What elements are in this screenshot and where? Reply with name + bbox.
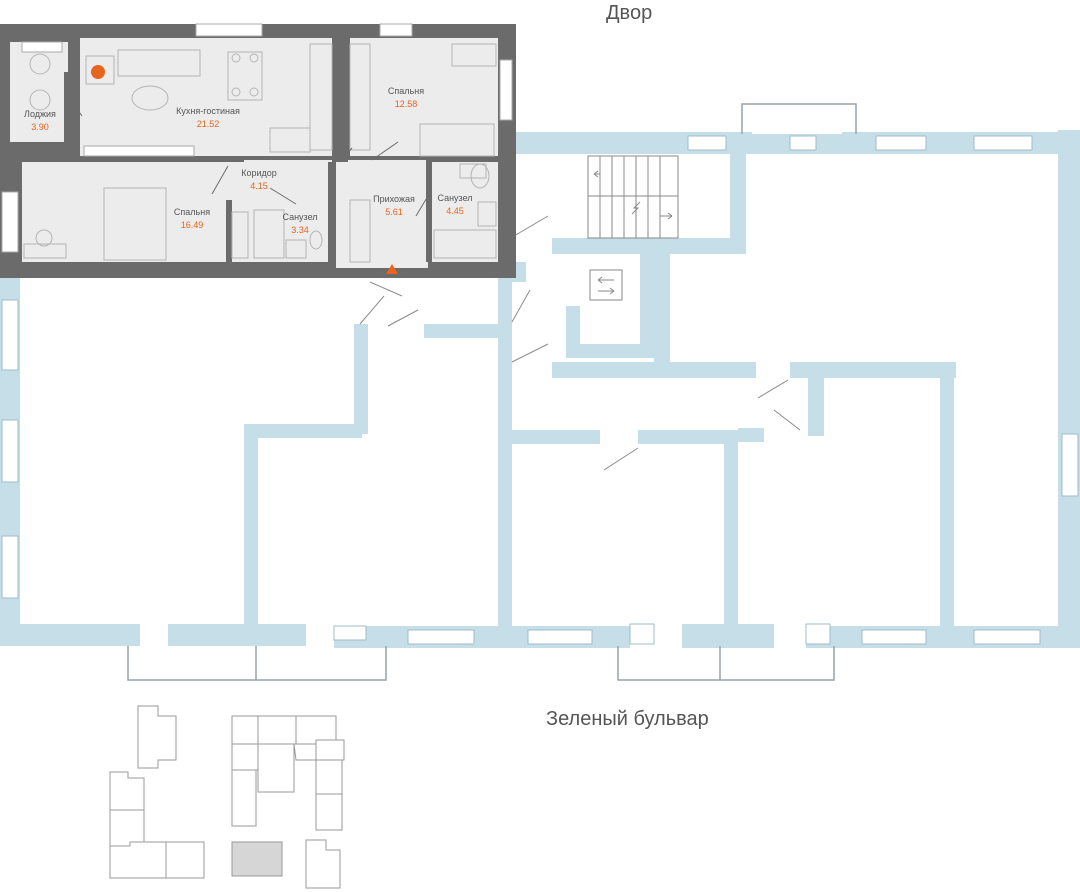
apartment-doors: [67, 95, 429, 217]
site-plan: [109, 705, 345, 889]
entrance-triangle-icon: [386, 264, 398, 274]
boulevard-label: Зеленый бульвар: [546, 708, 709, 730]
room-name: Прихожая: [373, 194, 415, 204]
apartment: Лоджия 3.90 Кухня-гостиная 21.52 Спальня…: [0, 23, 516, 278]
room-name: Спальня: [388, 86, 424, 96]
room-area: 21.52: [197, 119, 220, 129]
accent-chair-icon: [91, 65, 105, 79]
furniture: [23, 43, 497, 263]
balconies: [127, 103, 857, 681]
room-name: Лоджия: [24, 109, 56, 119]
courtyard-label: Двор: [606, 2, 653, 24]
room-name: Кухня-гостиная: [176, 106, 240, 116]
building-doors: [359, 215, 801, 471]
room-area: 3.34: [291, 225, 309, 235]
room-area: 16.49: [181, 220, 204, 230]
building-windows: [1, 135, 1079, 645]
room-area: 3.90: [31, 122, 49, 132]
room-area: 4.15: [250, 181, 268, 191]
staircase: [587, 155, 679, 239]
room-area: 5.61: [385, 207, 403, 217]
elevator-icon: [589, 269, 623, 301]
selected-building: [231, 841, 283, 877]
room-area: 4.45: [446, 206, 464, 216]
room-name: Санузел: [437, 193, 472, 203]
room-name: Спальня: [174, 207, 210, 217]
room-labels: Лоджия 3.90 Кухня-гостиная 21.52 Спальня…: [24, 86, 472, 235]
room-name: Санузел: [282, 212, 317, 222]
room-area: 12.58: [395, 99, 418, 109]
room-name: Коридор: [241, 168, 277, 178]
